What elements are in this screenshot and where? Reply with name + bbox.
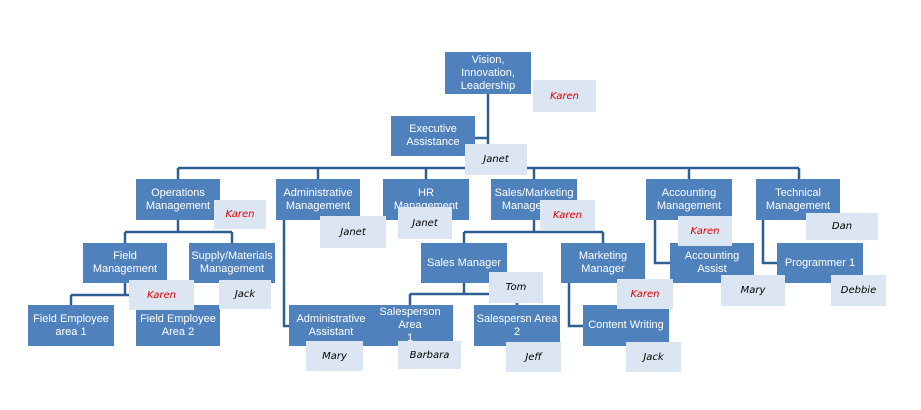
- role-content-writing: Content Writing: [583, 305, 669, 346]
- role-accounting: Accounting Management: [646, 179, 732, 220]
- role-field-area2: Field Employee Area 2: [136, 305, 220, 346]
- role-supply: Supply/Materials Management: [189, 243, 275, 283]
- person-executive-assistance: Janet: [465, 144, 527, 175]
- role-field-area1: Field Employee area 1: [28, 305, 114, 346]
- role-administrative: Administrative Management: [276, 179, 360, 220]
- role-vision: Vision, Innovation, Leadership: [445, 52, 531, 94]
- person-sales-marketing: Karen: [540, 200, 595, 230]
- person-salesperson-area2: Jeff: [506, 342, 561, 372]
- person-admin-assistant: Mary: [306, 341, 363, 371]
- role-marketing-manager: Marketing Manager: [561, 243, 645, 283]
- person-salesperson-area1: Barbara: [398, 341, 461, 369]
- connector-content-writing: [567, 283, 583, 328]
- role-salesperson-area2: Salespersn Area 2: [474, 305, 560, 346]
- person-technical: Dan: [806, 213, 878, 240]
- role-operations: Operations Management: [136, 179, 220, 220]
- connector-admin-side: [282, 220, 289, 328]
- person-sales-manager: Tom: [489, 272, 543, 303]
- person-vision: Karen: [533, 80, 596, 112]
- person-administrative: Janet: [320, 216, 386, 248]
- person-operations: Karen: [214, 200, 266, 229]
- role-admin-assistant: Administrative Assistant: [289, 305, 373, 346]
- connector-programmer: [761, 220, 777, 265]
- person-supply: Jack: [219, 280, 271, 309]
- person-content-writing: Jack: [626, 342, 681, 372]
- connector-accounting-assist: [653, 220, 670, 265]
- person-accounting-assist: Mary: [721, 275, 785, 306]
- role-executive-assistance: Executive Assistance: [391, 116, 475, 156]
- person-marketing-manager: Karen: [617, 279, 673, 309]
- role-salesperson-area1: Salesperson Area 1: [367, 305, 453, 346]
- person-programmer: Debbie: [831, 275, 886, 306]
- role-field: Field Management: [83, 243, 167, 283]
- person-accounting: Karen: [678, 216, 732, 246]
- person-field: Karen: [129, 280, 194, 310]
- person-hr: Janet: [398, 207, 452, 239]
